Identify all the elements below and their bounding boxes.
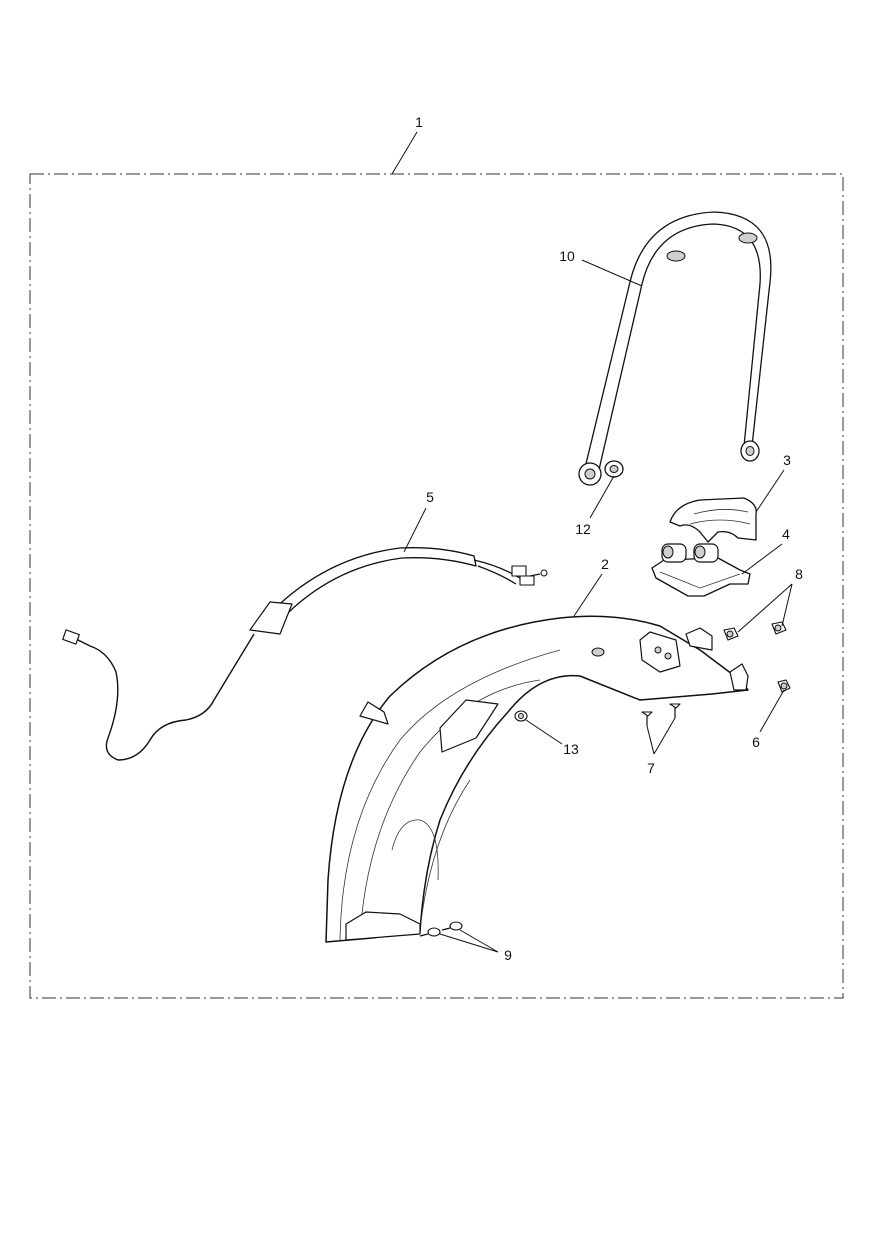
rear-mudguard — [325, 615, 749, 943]
callout-8: 8 — [795, 566, 803, 582]
callout-13: 13 — [563, 741, 579, 757]
callout-6: 6 — [752, 734, 760, 750]
bolts-pair — [723, 621, 787, 641]
callout-2: 2 — [601, 556, 609, 572]
screws-pair — [641, 703, 681, 726]
callout-12: 12 — [575, 521, 591, 537]
callout-5: 5 — [426, 489, 434, 505]
kit-boundary-frame — [29, 173, 844, 999]
nut — [777, 679, 791, 693]
washer — [604, 460, 624, 478]
wiring-harness — [62, 547, 548, 761]
fastener — [514, 710, 528, 722]
callout-4: 4 — [782, 526, 790, 542]
callout-1: 1 — [415, 114, 423, 130]
grab-rail-loop — [578, 211, 772, 486]
screws-pair-lower — [419, 921, 463, 937]
callout-7: 7 — [647, 760, 655, 776]
callout-10: 10 — [559, 248, 575, 264]
cover — [669, 497, 757, 543]
callout-9: 9 — [504, 947, 512, 963]
leader-lines — [391, 131, 793, 953]
callout-labels: 1 10 3 4 5 12 2 8 6 13 7 9 — [415, 114, 803, 963]
callout-3: 3 — [783, 452, 791, 468]
mount-bracket — [651, 543, 751, 597]
